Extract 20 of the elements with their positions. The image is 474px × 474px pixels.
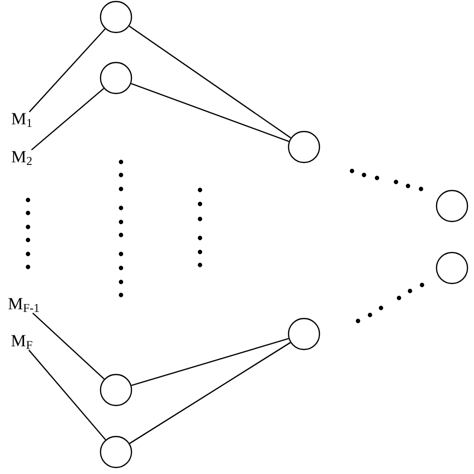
neuron-circle: [436, 190, 468, 222]
input-label: M$_{F-1}$: [8, 298, 39, 312]
connection-line: [28, 350, 106, 440]
neuron-circle: [100, 62, 132, 94]
connection-line: [131, 338, 289, 386]
neuron-circle: [100, 436, 132, 468]
connection-line: [130, 82, 290, 142]
neuron-circle: [436, 252, 468, 284]
neuron-circle: [100, 0, 132, 34]
connection-line: [28, 28, 106, 112]
input-label: M$_{1}$: [12, 113, 32, 127]
neuron-circle: [288, 318, 320, 350]
neuron-circle: [288, 130, 320, 164]
connection-line: [128, 26, 292, 138]
connection-line: [32, 312, 105, 380]
input-label: M$_{2}$: [12, 151, 32, 165]
input-label: M$_{F}$: [11, 335, 32, 349]
connection-line: [129, 342, 291, 444]
neuron-circle: [100, 374, 132, 406]
connection-line: [31, 88, 104, 150]
